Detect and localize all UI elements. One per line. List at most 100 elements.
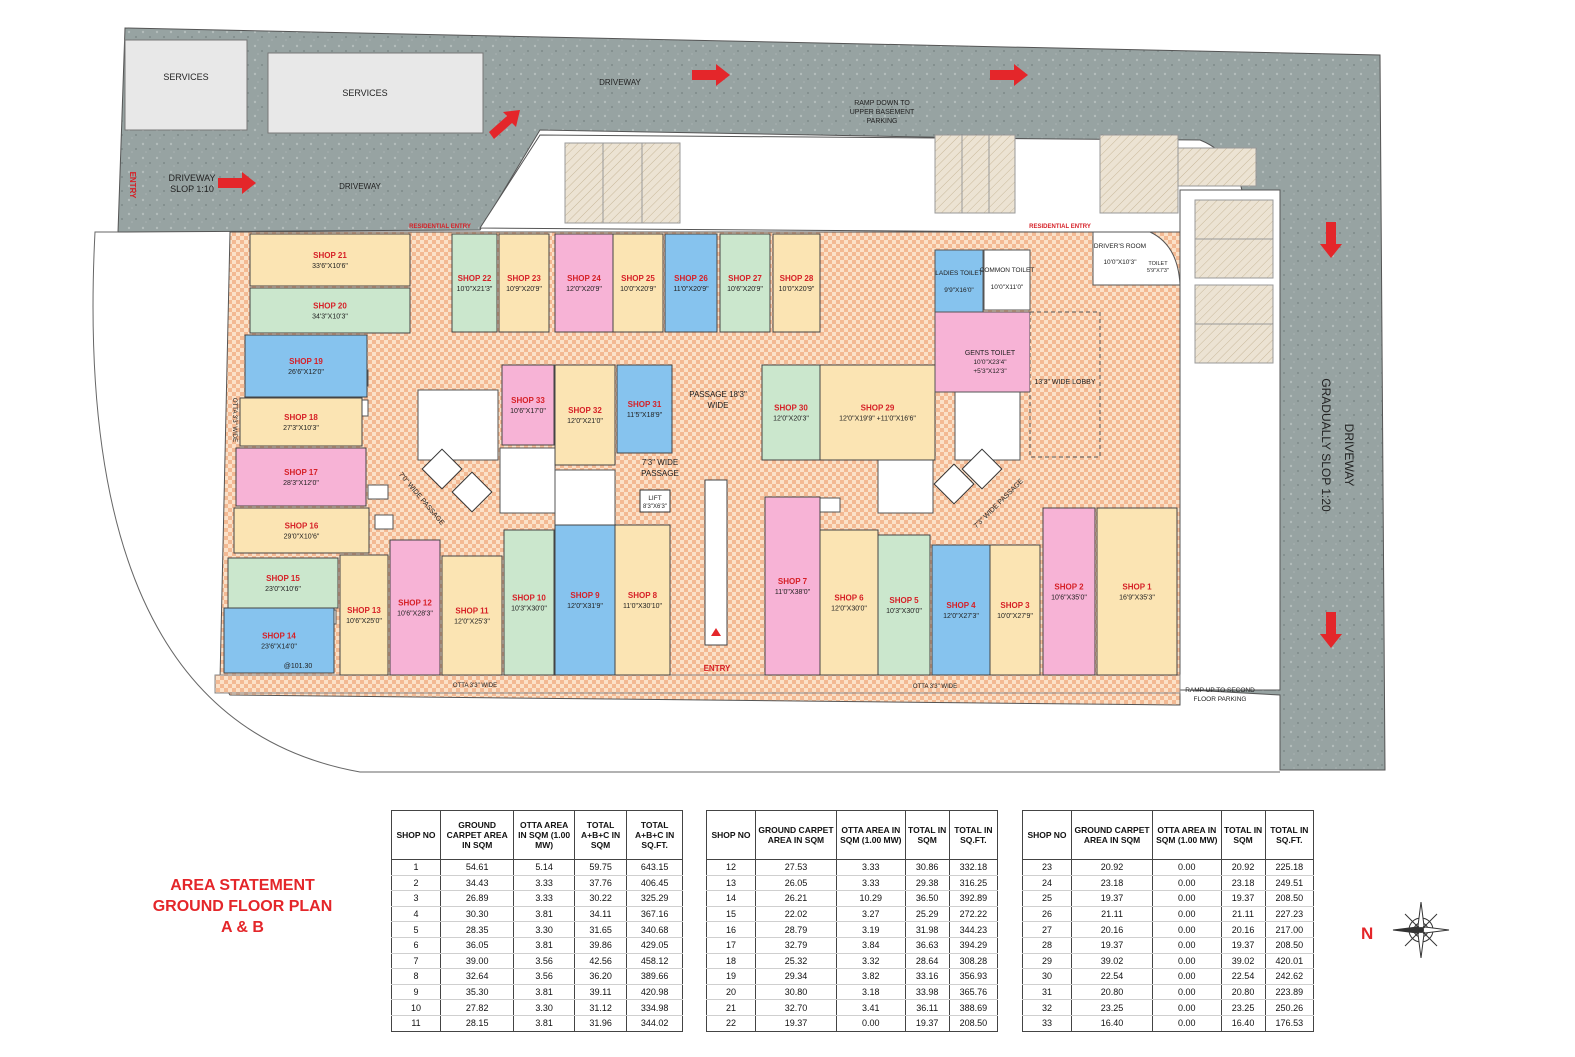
table-cell: 176.53 xyxy=(1264,1015,1315,1032)
shop-area xyxy=(554,364,616,466)
service-core-left xyxy=(417,389,616,531)
area-table-1: SHOP NO GROUND CARPET AREA IN SQM OTTA A… xyxy=(391,810,683,1032)
shop-3: SHOP 310'0"X27'9" xyxy=(989,544,1041,676)
table-cell: 17 xyxy=(706,937,756,954)
th-total-sqm: TOTAL A+B+C IN SQM xyxy=(573,810,628,860)
table-cell: 334.98 xyxy=(626,999,683,1016)
gents-toilet-dim: 10'0"X23'4" xyxy=(973,359,1007,366)
shop-dimension: 12'0"X20'9" xyxy=(566,286,602,293)
table-cell: 39.02 xyxy=(1070,953,1154,970)
common-toilet xyxy=(983,249,1031,311)
table-cell: 3.33 xyxy=(835,875,906,892)
table-cell: 25 xyxy=(1022,890,1072,907)
ladies-toilet-label: LADIES TOILET xyxy=(935,270,982,277)
th-total-sqm: TOTAL IN SQM xyxy=(904,810,950,860)
table-cell: 29.38 xyxy=(904,875,950,892)
shop-dimension: 11'0"X30'10" xyxy=(623,603,663,610)
table-cell: 22.02 xyxy=(755,906,837,923)
table-cell: 20.16 xyxy=(1220,921,1266,938)
shop-name: SHOP 12 xyxy=(398,599,432,608)
ramp-up-label-2: FLOOR PARKING xyxy=(1194,696,1247,703)
table-cell: 22 xyxy=(706,1015,756,1032)
shop-dimension: 12'0"X31'9" xyxy=(567,603,603,610)
table-cell: 20.16 xyxy=(1070,921,1154,938)
services-box-right xyxy=(267,52,484,134)
table-cell: 42.56 xyxy=(573,953,628,970)
table-cell: 30.22 xyxy=(573,890,628,907)
shop-name: SHOP 8 xyxy=(628,591,658,600)
escalator xyxy=(704,479,728,646)
table-cell: 3.56 xyxy=(513,968,575,985)
table-cell: 9 xyxy=(391,984,441,1001)
table-cell: 24 xyxy=(1022,875,1072,892)
table-cell: 392.89 xyxy=(948,890,999,907)
shop-area xyxy=(664,233,718,333)
table-cell: 3.56 xyxy=(513,953,575,970)
shop-area xyxy=(244,334,368,398)
shop-name: SHOP 17 xyxy=(284,468,318,477)
table-cell: 0.00 xyxy=(1152,999,1222,1016)
th-otta: OTTA AREA IN SQM (1.00 MW) xyxy=(1152,810,1222,860)
table-cell: 39.11 xyxy=(573,984,628,1001)
table-cell: 344.02 xyxy=(626,1015,683,1032)
table-cell: 31.98 xyxy=(904,921,950,938)
table-cell: 59.75 xyxy=(573,859,628,876)
arrow-icon-down xyxy=(1320,612,1342,648)
shop-area xyxy=(772,233,821,333)
shop-name: SHOP 10 xyxy=(512,594,546,603)
table-cell: 36.50 xyxy=(904,890,950,907)
shop-name: SHOP 11 xyxy=(455,607,489,616)
shop-area xyxy=(554,233,614,333)
shop-name: SHOP 21 xyxy=(313,251,347,260)
shop-area xyxy=(223,607,335,674)
driveway-right-label: DRIVEWAY xyxy=(1342,424,1356,487)
table-cell: 325.29 xyxy=(626,890,683,907)
table-cell: 3.32 xyxy=(835,953,906,970)
table-cell: 3 xyxy=(391,890,441,907)
shop-area xyxy=(719,233,771,333)
shop-area xyxy=(239,397,363,447)
shop-1: SHOP 116'9"X35'3" xyxy=(1096,507,1178,676)
ramp-up-label-1: RAMP UP TO SECOND xyxy=(1185,687,1255,694)
table-cell: 30 xyxy=(1022,968,1072,985)
table-cell: 10 xyxy=(391,999,441,1016)
table-cell: 36.63 xyxy=(904,937,950,954)
shop-name: SHOP 30 xyxy=(774,404,808,413)
table-cell: 12 xyxy=(706,859,756,876)
table-cell: 3.84 xyxy=(835,937,906,954)
shop-dimension: 12'0"X19'9" +11'0"X16'6" xyxy=(839,416,916,423)
shop-name: SHOP 32 xyxy=(568,406,602,415)
table-cell: 13 xyxy=(706,875,756,892)
table-cell: 26.21 xyxy=(755,890,837,907)
shop-area xyxy=(989,544,1041,676)
shop-area xyxy=(931,544,991,676)
table-cell: 643.15 xyxy=(626,859,683,876)
ladies-toilet-dim: 9'9"X16'0" xyxy=(944,287,974,294)
shop-area xyxy=(451,233,498,333)
shop-name: SHOP 27 xyxy=(728,274,762,283)
shop-name: SHOP 18 xyxy=(284,413,318,422)
table-cell: 0.00 xyxy=(835,1015,906,1032)
table-cell: 23 xyxy=(1022,859,1072,876)
table-cell: 388.69 xyxy=(948,999,999,1016)
shop-name: SHOP 28 xyxy=(780,274,814,283)
table-cell: 39.86 xyxy=(573,937,628,954)
table-cell: 458.12 xyxy=(626,953,683,970)
table-cell: 2 xyxy=(391,875,441,892)
table-cell: 223.89 xyxy=(1264,984,1315,1001)
